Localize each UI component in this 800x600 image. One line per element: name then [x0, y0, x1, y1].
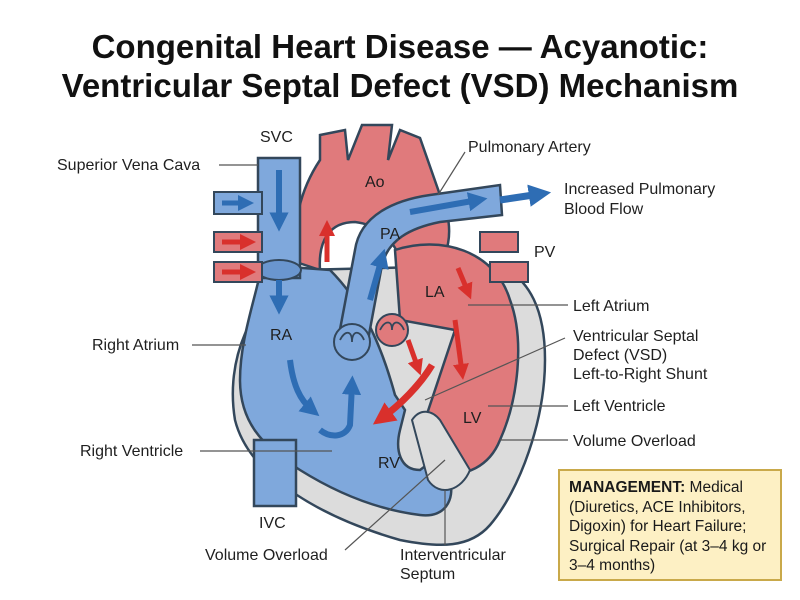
- label-pv: PV: [534, 244, 556, 261]
- label-interventricular-2: Septum: [400, 566, 456, 583]
- label-increased-flow-2: Blood Flow: [564, 201, 644, 218]
- arrow-rv-up: [318, 375, 362, 439]
- pv-right-1: [479, 231, 519, 253]
- leader-vsd: [424, 337, 566, 401]
- label-ra: RA: [270, 327, 293, 344]
- label-lv: LV: [463, 410, 482, 427]
- label-vsd-3: Left-to-Right Shunt: [573, 366, 708, 383]
- label-right-ventricle: Right Ventricle: [80, 443, 184, 460]
- label-left-ventricle: Left Ventricle: [573, 398, 666, 415]
- label-ao: Ao: [365, 174, 385, 191]
- label-pulmonary-artery: Pulmonary Artery: [468, 139, 591, 156]
- label-interventricular-1: Interventricular: [400, 547, 506, 564]
- arrow-pa-up: [367, 248, 389, 301]
- arrow-la-down: [452, 319, 469, 380]
- label-volume-overload-right: Volume Overload: [573, 433, 696, 450]
- label-ivc: IVC: [259, 515, 286, 532]
- arrow-ra-to-rv: [287, 359, 320, 417]
- interventricular-septum: [410, 410, 472, 491]
- label-superior-vena-cava: Superior Vena Cava: [57, 157, 201, 174]
- label-left-atrium: Left Atrium: [573, 298, 650, 315]
- label-vsd-2: Defect (VSD): [573, 347, 668, 364]
- label-svc: SVC: [260, 129, 293, 146]
- arrow-mitral-down: [405, 339, 423, 376]
- arrow-shunt: [372, 363, 436, 425]
- label-pa: PA: [380, 226, 401, 243]
- pv-right-2: [489, 261, 529, 283]
- management-box: MANAGEMENT: Medical (Diuretics, ACE Inhi…: [558, 469, 782, 581]
- arrow-la-in: [455, 267, 473, 300]
- arrow-increased-flow: [499, 184, 552, 207]
- label-volume-overload-bottom: Volume Overload: [205, 547, 328, 564]
- svc-opening: [256, 259, 302, 281]
- management-text: Medical (Diuretics, ACE Inhibitors, Digo…: [569, 479, 767, 574]
- label-rv: RV: [378, 455, 400, 472]
- leader-pa-label: [437, 151, 466, 196]
- ivc-vessel: [252, 438, 298, 508]
- page-title-line-1: Congenital Heart Disease — Acyanotic:: [91, 28, 709, 65]
- management-heading: MANAGEMENT:: [569, 479, 686, 496]
- label-right-atrium: Right Atrium: [92, 337, 180, 354]
- label-la: LA: [425, 284, 445, 301]
- page-title-line-2: Ventricular Septal Defect (VSD) Mechanis…: [61, 67, 739, 104]
- label-increased-flow-1: Increased Pulmonary: [564, 181, 716, 198]
- arrow-pa-right: [409, 192, 488, 215]
- label-vsd-1: Ventricular Septal: [573, 328, 699, 345]
- leader-volume-overload-bottom: [344, 459, 446, 551]
